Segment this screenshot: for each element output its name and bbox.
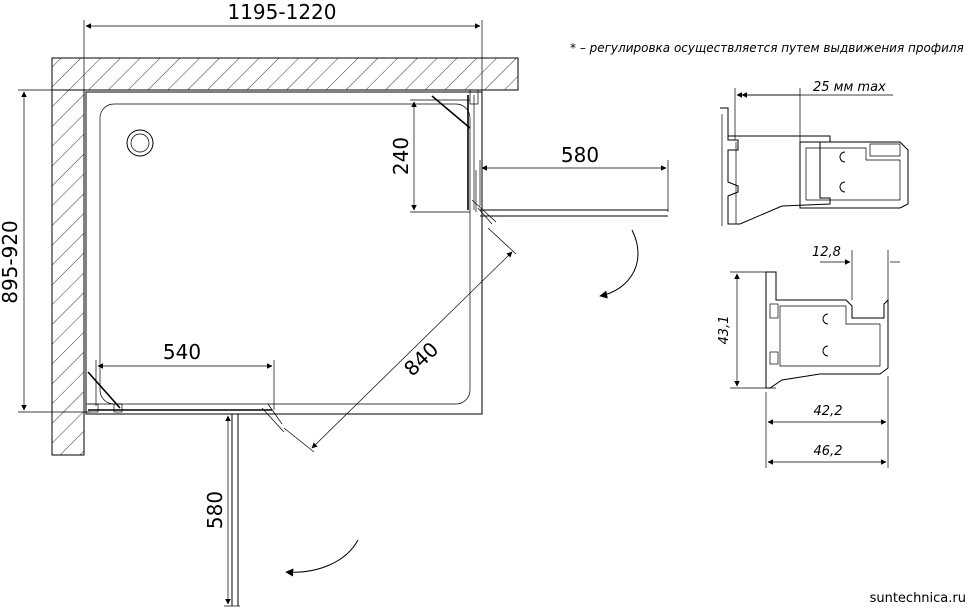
dimension-width: 1195-1220 — [83, 0, 483, 95]
dimension-door-right: 580 — [479, 143, 669, 212]
sliding-door-bottom — [230, 403, 285, 606]
depth-label: 895-920 — [0, 220, 22, 304]
bottom-offset-label: 540 — [163, 340, 201, 364]
inner-width-label: 42,2 — [814, 404, 843, 419]
watermark: suntechnica.ru — [870, 591, 966, 606]
height-label: 43,1 — [717, 316, 732, 345]
wall-top — [51, 57, 519, 91]
wall-left — [51, 89, 85, 456]
width-label: 1195-1220 — [227, 0, 336, 24]
adjustment-note: * – регулировка осуществляется путем выд… — [570, 41, 964, 55]
dimension-door-bottom: 580 — [203, 413, 240, 607]
door-right-label: 580 — [561, 143, 599, 167]
drain-icon — [126, 129, 154, 157]
dimension-depth: 895-920 — [0, 89, 90, 413]
fixed-panel-right — [431, 89, 479, 210]
door-bottom-label: 580 — [203, 491, 227, 529]
profile-detail-top: 25 мм max — [720, 80, 909, 226]
fixed-panel-bottom — [85, 371, 272, 413]
swing-arrow-right-icon — [599, 229, 639, 299]
diagonal-label: 840 — [399, 337, 443, 381]
sliding-door-right — [471, 170, 668, 225]
swing-arrow-bottom-icon — [285, 539, 359, 577]
profile-detail-bottom: 12,8 43,1 42,2 46,2 — [717, 245, 900, 468]
lip-label: 12,8 — [812, 245, 841, 260]
side-offset-label: 240 — [389, 137, 413, 175]
adjustment-label: 25 мм max — [813, 80, 886, 95]
dimension-bottom-offset: 540 — [95, 340, 275, 410]
dimension-side-offset: 240 — [389, 99, 470, 213]
outer-width-label: 46,2 — [814, 444, 843, 459]
dimension-diagonal: 840 — [283, 227, 517, 453]
